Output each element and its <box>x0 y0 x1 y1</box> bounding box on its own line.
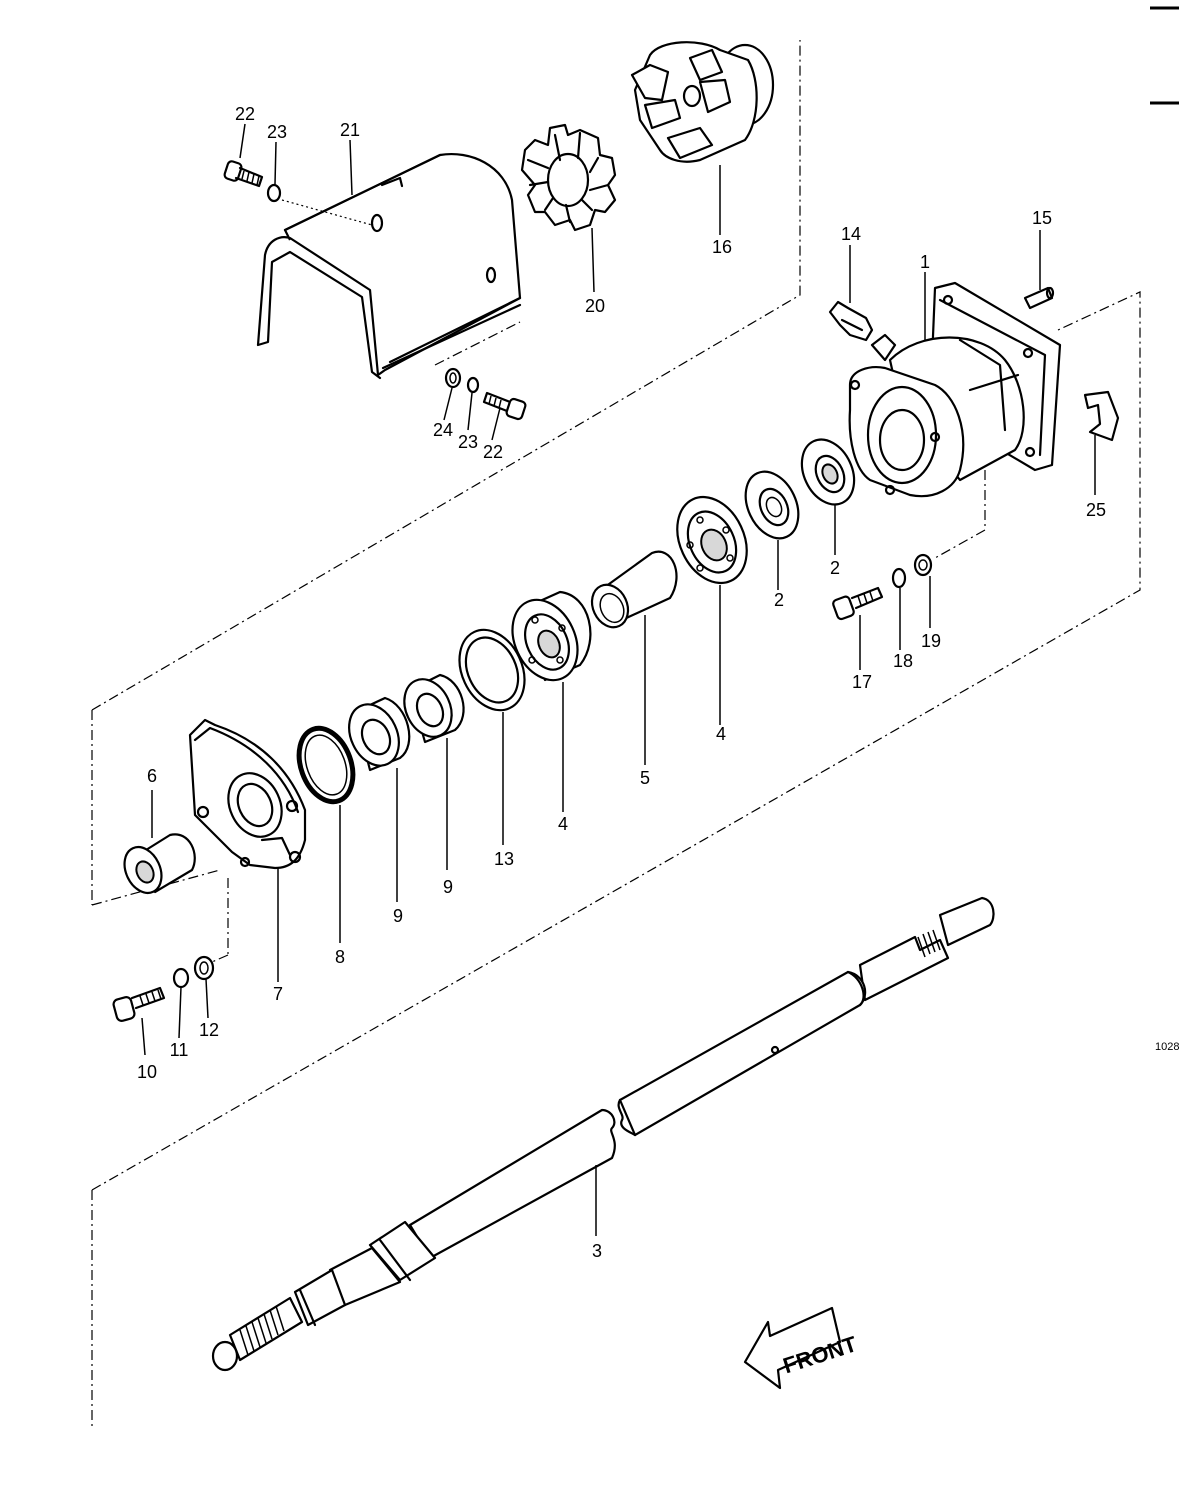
part-9-spacer-b <box>348 696 411 772</box>
part-23-washer-bottom <box>466 376 480 394</box>
callout-4-left: 4 <box>558 814 568 834</box>
callout-1: 1 <box>920 252 930 272</box>
part-25-clip <box>1083 390 1120 442</box>
part-17-bolt <box>832 586 884 621</box>
part-24-washer <box>444 367 462 389</box>
part-20-damper <box>520 123 617 232</box>
callout-2-left: 2 <box>774 590 784 610</box>
callout-2-right: 2 <box>830 558 840 578</box>
callout-11: 11 <box>170 1040 189 1060</box>
callout-9-right: 9 <box>443 877 453 897</box>
part-9-spacer-a <box>403 673 465 744</box>
part-18-lock-washer <box>891 567 907 589</box>
callout-23: 23 <box>267 122 287 142</box>
callout-15: 15 <box>1032 208 1052 228</box>
part-22-bolt-top <box>223 160 264 188</box>
callout-13: 13 <box>494 849 514 869</box>
callout-20: 20 <box>585 296 605 316</box>
callout-16: 16 <box>712 237 732 257</box>
callout-14: 14 <box>841 224 861 244</box>
callout-4-right: 4 <box>716 724 726 744</box>
assembly-frames <box>91 40 1141 1430</box>
callout-10: 10 <box>137 1062 157 1082</box>
callout-23-lower: 23 <box>458 432 478 452</box>
part-4-bearing-b <box>511 590 592 682</box>
part-2-bearing-a <box>800 438 856 506</box>
part-16-coupling <box>630 41 775 163</box>
callout-19: 19 <box>921 631 941 651</box>
part-8-o-ring <box>296 725 356 805</box>
part-13-seal-ring <box>458 628 526 712</box>
part-10-bolt <box>112 986 166 1022</box>
part-3-drive-shaft <box>211 896 995 1372</box>
part-6-bushing <box>123 833 196 895</box>
callout-24: 24 <box>433 420 453 440</box>
part-11-lock-washer <box>172 967 190 989</box>
callout-18: 18 <box>893 651 913 671</box>
leader-lines <box>141 123 1096 1236</box>
part-21-cover <box>256 153 522 380</box>
callout-17: 17 <box>852 672 872 692</box>
part-5-sleeve <box>590 550 678 629</box>
callout-9-left: 9 <box>393 906 403 926</box>
callout-3: 3 <box>592 1241 602 1261</box>
callout-6: 6 <box>147 766 157 786</box>
part-7-bearing-holder <box>188 718 307 870</box>
registration-marks <box>1150 6 1179 105</box>
part-14-grease-nipple <box>828 300 897 362</box>
part-2-bearing-b <box>744 470 800 540</box>
callout-22: 22 <box>235 104 255 124</box>
part-23-washer-top <box>266 183 282 203</box>
part-22-bolt-bottom <box>482 391 527 421</box>
callout-5: 5 <box>640 768 650 788</box>
callout-12: 12 <box>199 1020 219 1040</box>
figure-code: 1028 <box>1155 1041 1179 1053</box>
callout-21: 21 <box>340 120 360 140</box>
part-12-washer <box>193 955 215 981</box>
callout-22-lower: 22 <box>483 442 503 462</box>
front-arrow: FRONT <box>743 1306 860 1390</box>
callout-8: 8 <box>335 947 345 967</box>
part-4-bearing-a <box>676 495 748 585</box>
callout-numbers: 22 23 21 20 16 14 1 15 25 24 23 22 2 2 1… <box>137 104 1106 1261</box>
callout-25: 25 <box>1086 500 1106 520</box>
callout-7: 7 <box>273 984 283 1004</box>
part-1-housing <box>848 281 1062 498</box>
part-15-pin <box>1023 286 1055 310</box>
part-19-washer <box>913 553 933 577</box>
